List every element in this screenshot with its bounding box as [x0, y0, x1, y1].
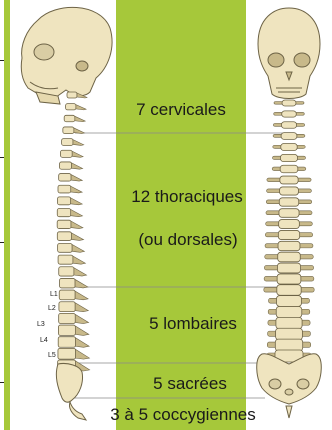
anterior-vertebra [277, 296, 302, 307]
lateral-spinous-process [71, 198, 83, 205]
lateral-spinous-process [71, 175, 82, 182]
lateral-spinous-process [71, 186, 82, 193]
lateral-spinous-process [76, 349, 90, 359]
anterior-spine [264, 100, 314, 362]
lateral-spine [57, 92, 89, 371]
anterior-vertebra [275, 339, 302, 351]
region-dividers [60, 133, 285, 398]
lateral-spinous-process [71, 233, 83, 241]
lateral-vertebra [58, 255, 73, 264]
label-sacral: 5 sacrées [130, 374, 250, 394]
lumbar-label-l3: L3 [37, 321, 45, 328]
lateral-vertebra [58, 337, 75, 348]
anterior-skull [258, 8, 320, 99]
lateral-spinous-process [72, 163, 83, 169]
anterior-vertebra [278, 241, 300, 250]
lateral-spinous-process [71, 210, 83, 217]
lumbar-label-l2: L2 [48, 305, 56, 312]
anterior-vertebra [280, 154, 297, 161]
label-cervical: 7 cervicales [118, 100, 244, 120]
lateral-spinous-process [75, 291, 88, 300]
anterior-vertebra [276, 317, 302, 328]
label-thoracic: 12 thoraciques [112, 187, 262, 207]
lateral-vertebra [59, 313, 76, 323]
lateral-spinous-process [75, 314, 88, 323]
anterior-vertebra [278, 230, 299, 239]
anterior-vertebra [277, 274, 301, 284]
lateral-vertebra [67, 92, 77, 98]
lateral-vertebra [58, 325, 75, 335]
anterior-vertebra [279, 198, 298, 206]
lateral-spinous-process [76, 105, 86, 110]
lateral-spinous-process [71, 221, 83, 228]
lateral-sacrum [56, 363, 86, 420]
lateral-vertebra [63, 127, 74, 134]
lateral-spinous-process [75, 326, 88, 335]
lateral-vertebra [58, 243, 73, 252]
anterior-vertebra [279, 209, 299, 218]
anterior-vertebra [282, 111, 297, 117]
lateral-spinous-process [72, 244, 84, 252]
anterior-vertebra [277, 263, 300, 273]
lateral-spinous-process [75, 116, 85, 121]
anterior-vertebra [276, 307, 302, 318]
lateral-spinous-process [75, 303, 88, 312]
lateral-vertebra [59, 267, 74, 276]
anterior-vertebra [280, 165, 298, 173]
lateral-vertebra [59, 302, 75, 312]
lateral-vertebra [58, 185, 71, 193]
lumbar-label-l5: L5 [48, 352, 56, 359]
anterior-vertebra [282, 100, 296, 106]
label-thoracic-alt: (ou dorsales) [118, 230, 258, 250]
lateral-vertebra [62, 139, 73, 146]
lateral-spinous-process [76, 338, 90, 348]
anterior-vertebra [278, 252, 301, 262]
anterior-vertebra [281, 133, 297, 140]
lumbar-label-l1: L1 [50, 291, 58, 298]
lateral-vertebra [64, 115, 75, 121]
lateral-vertebra [58, 348, 76, 359]
lateral-spinous-process [73, 256, 85, 264]
lateral-skull [21, 7, 112, 104]
lateral-spinous-process [72, 151, 83, 157]
anterior-vertebra [281, 122, 296, 129]
lumbar-vertebra-labels: L1 L2 L3 L4 L5 [37, 291, 58, 359]
lateral-spinous-process [74, 268, 87, 276]
anterior-vertebra [280, 187, 299, 195]
lateral-vertebra [59, 162, 71, 169]
anterior-vertebra [277, 285, 301, 295]
label-coccyx: 3 à 5 coccygiennes [88, 405, 278, 425]
lateral-vertebra [57, 220, 71, 228]
lateral-vertebra [59, 174, 71, 182]
lateral-spinous-process [73, 140, 84, 146]
lateral-vertebra [57, 232, 71, 241]
anterior-vertebra [279, 220, 300, 229]
lateral-spinous-process [74, 128, 85, 134]
lateral-vertebra [60, 278, 76, 287]
lateral-vertebra [57, 209, 70, 217]
lateral-vertebra [60, 150, 72, 157]
lumbar-label-l4: L4 [40, 337, 48, 344]
anterior-vertebra [276, 328, 303, 339]
label-lumbar: 5 lombaires [128, 314, 258, 334]
lateral-vertebra [58, 197, 71, 205]
lateral-vertebra [59, 290, 75, 300]
anterior-vertebra [281, 143, 297, 150]
anterior-vertebra [280, 176, 298, 184]
lateral-spinous-process [75, 279, 88, 287]
lateral-vertebra [66, 104, 76, 110]
